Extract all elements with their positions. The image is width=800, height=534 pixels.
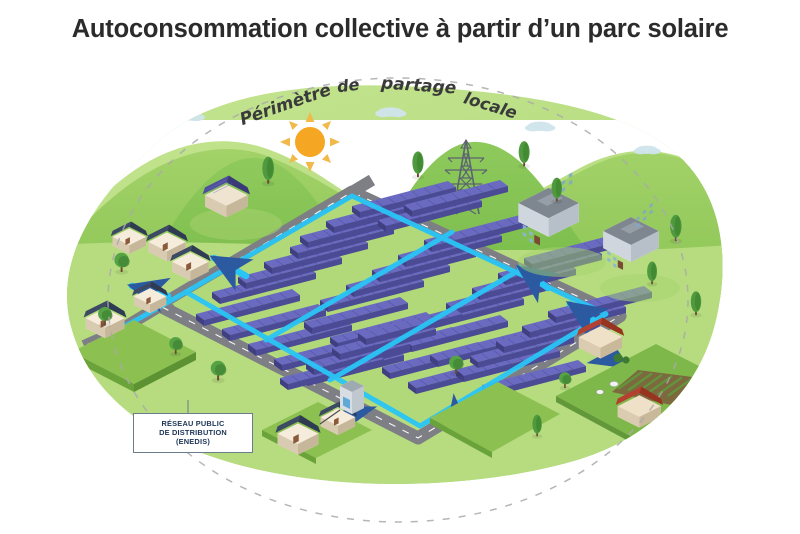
poste-de-transformation — [340, 380, 364, 414]
reseau-public-callout: RÉSEAU PUBLIC DE DISTRIBUTION (ENEDIS) — [133, 413, 253, 454]
callout-line-3: (ENEDIS) — [175, 437, 211, 447]
perimeter-dashed-ellipse — [107, 77, 689, 523]
maison-sud-transformateur — [262, 380, 372, 464]
solar-farm — [172, 179, 653, 426]
batiment-tertiaire-nord-est — [518, 172, 606, 277]
sun-icon — [280, 112, 340, 172]
immeuble-sud — [430, 382, 671, 484]
maisons-ouest-plateau — [72, 281, 196, 392]
maisons-nord-ouest — [110, 175, 282, 281]
callout-line-2: DE DISTRIBUTION — [159, 428, 227, 438]
batiment-tertiaire-est — [600, 203, 680, 302]
callout-line-1: RÉSEAU PUBLIC — [161, 419, 225, 428]
